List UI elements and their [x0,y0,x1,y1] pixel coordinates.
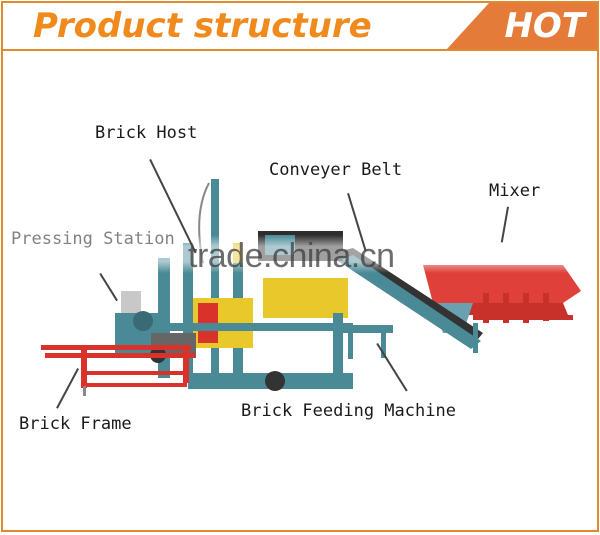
watermark-band [3,235,597,273]
label-pressing-station: Pressing Station [11,229,175,249]
header-banner: Product structure HOT [3,3,597,51]
hot-badge: HOT [504,6,585,46]
brick-feeding-machine-illustration [343,325,393,359]
label-mixer: Mixer [489,181,541,201]
label-conveyer-belt: Conveyer Belt [269,160,403,180]
watermark-text: trade.china.cn [188,237,395,275]
brick-machine-illustration [41,179,581,396]
label-brick-feeding-machine: Brick Feeding Machine [241,401,456,421]
page-title: Product structure [33,6,372,46]
label-brick-host: Brick Host [95,123,198,143]
label-brick-frame: Brick Frame [19,414,132,434]
brick-frame-illustration [41,345,195,396]
